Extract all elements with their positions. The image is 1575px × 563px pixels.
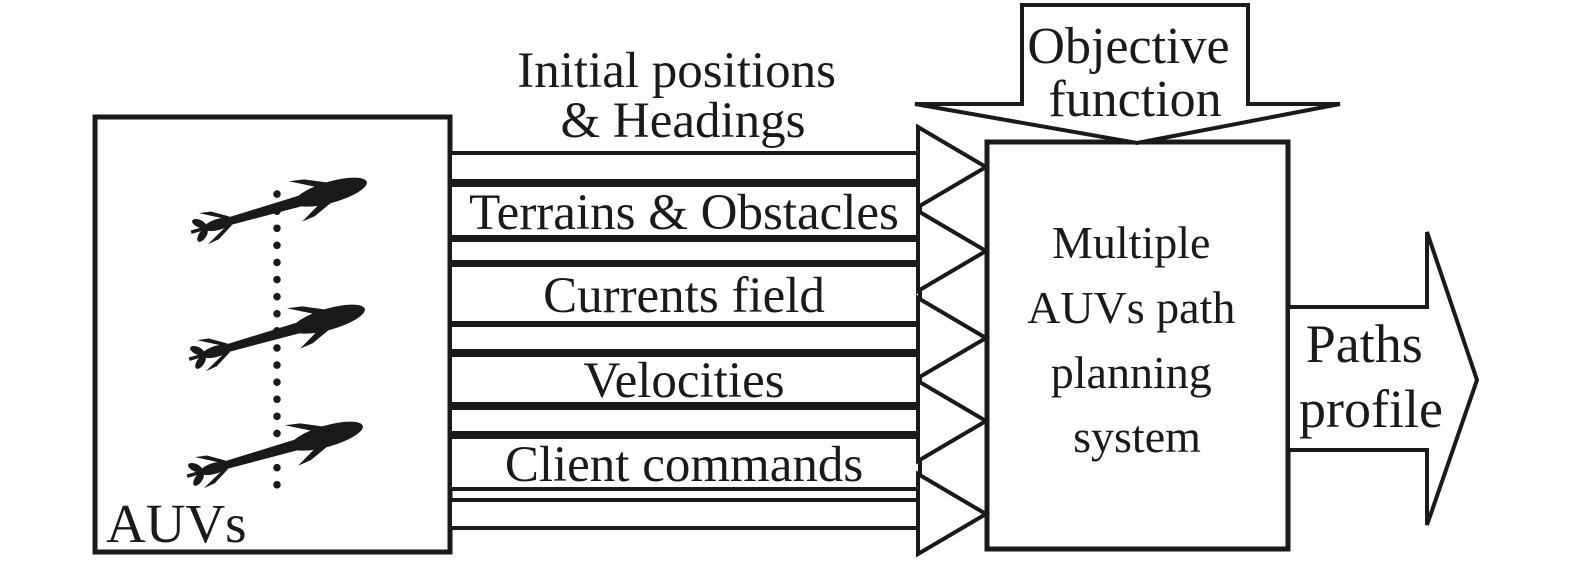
path-planning-system-label: Multiple AUVs path planning system <box>1027 217 1247 462</box>
paths-profile-arrow <box>1286 231 1480 526</box>
input-arrowhead-client-commands <box>916 470 990 558</box>
input-label-initial-positions: Initial positions & Headings <box>517 43 849 149</box>
input-label-initial-positions-line1: Initial positions <box>517 43 836 99</box>
path-planning-system-box <box>984 139 1291 552</box>
input-label-box-terrains-obstacles <box>448 183 922 239</box>
system-label-line4: system <box>1073 411 1201 462</box>
paths-profile-label: Paths profile <box>1299 314 1443 439</box>
input-arrowhead-currents-field <box>916 294 990 382</box>
input-label-client-commands: Client commands <box>505 437 863 493</box>
objective-function-arrow <box>914 3 1341 146</box>
input-arrow-shaft-client-commands <box>448 498 920 530</box>
input-label-initial-positions-line2: & Headings <box>560 93 805 149</box>
input-arrowhead-terrains-obstacles <box>916 207 990 295</box>
objective-label-line2: function <box>1048 71 1221 128</box>
input-label-currents-field: Currents field <box>543 268 825 324</box>
input-label-terrains-obstacles: Terrains & Obstacles <box>469 185 899 241</box>
auvs-label: AUVs <box>106 493 247 554</box>
input-arrowhead-velocities <box>916 377 990 465</box>
objective-function-label: Objective function <box>1027 18 1242 128</box>
input-label-box-client-commands <box>448 435 922 491</box>
system-label-line1: Multiple <box>1052 217 1210 268</box>
system-label-line3: planning <box>1051 347 1212 398</box>
input-arrow-shaft-currents-field <box>448 323 920 353</box>
input-arrow-shaft-initial-positions <box>448 151 920 183</box>
paths-profile-line1: Paths <box>1306 314 1423 374</box>
input-arrowhead-initial-positions <box>916 123 990 211</box>
input-label-box-velocities <box>448 353 922 406</box>
input-arrow-shaft-velocities <box>448 406 920 435</box>
paths-profile-line2: profile <box>1299 379 1443 439</box>
system-label-line2: AUVs path <box>1027 282 1235 333</box>
input-arrow-shaft-terrains-obstacles <box>448 238 920 264</box>
input-label-box-currents-field <box>448 263 922 325</box>
objective-label-line1: Objective <box>1027 18 1229 75</box>
input-label-velocities: Velocities <box>583 353 784 409</box>
